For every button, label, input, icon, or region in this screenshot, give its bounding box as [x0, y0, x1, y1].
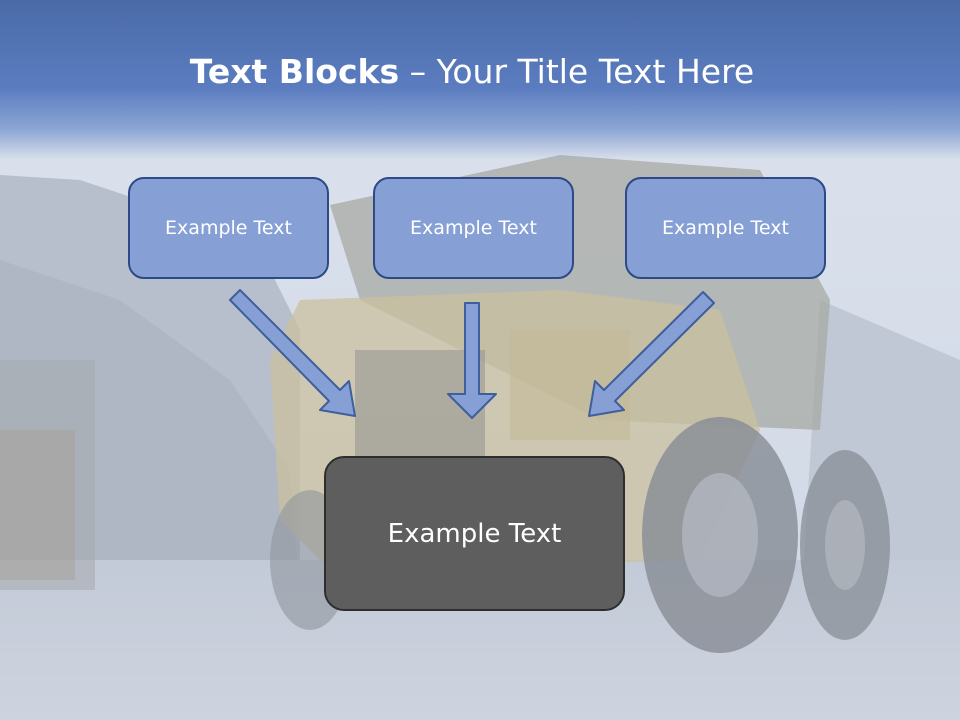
- title-bold-part: Text Blocks: [189, 52, 400, 91]
- slide-title: Text Blocks – Your Title Text Here: [0, 52, 944, 91]
- text-block-3-label: Example Text: [662, 217, 789, 239]
- text-block-2[interactable]: Example Text: [373, 177, 574, 279]
- title-rest-part: Your Title Text Here: [436, 52, 755, 91]
- text-block-1[interactable]: Example Text: [128, 177, 329, 279]
- text-block-3[interactable]: Example Text: [625, 177, 826, 279]
- main-text-block[interactable]: Example Text: [324, 456, 625, 611]
- main-text-block-label: Example Text: [387, 518, 562, 549]
- text-block-2-label: Example Text: [410, 217, 537, 239]
- title-band: [0, 0, 960, 160]
- title-dash: –: [399, 52, 437, 91]
- text-block-1-label: Example Text: [165, 217, 292, 239]
